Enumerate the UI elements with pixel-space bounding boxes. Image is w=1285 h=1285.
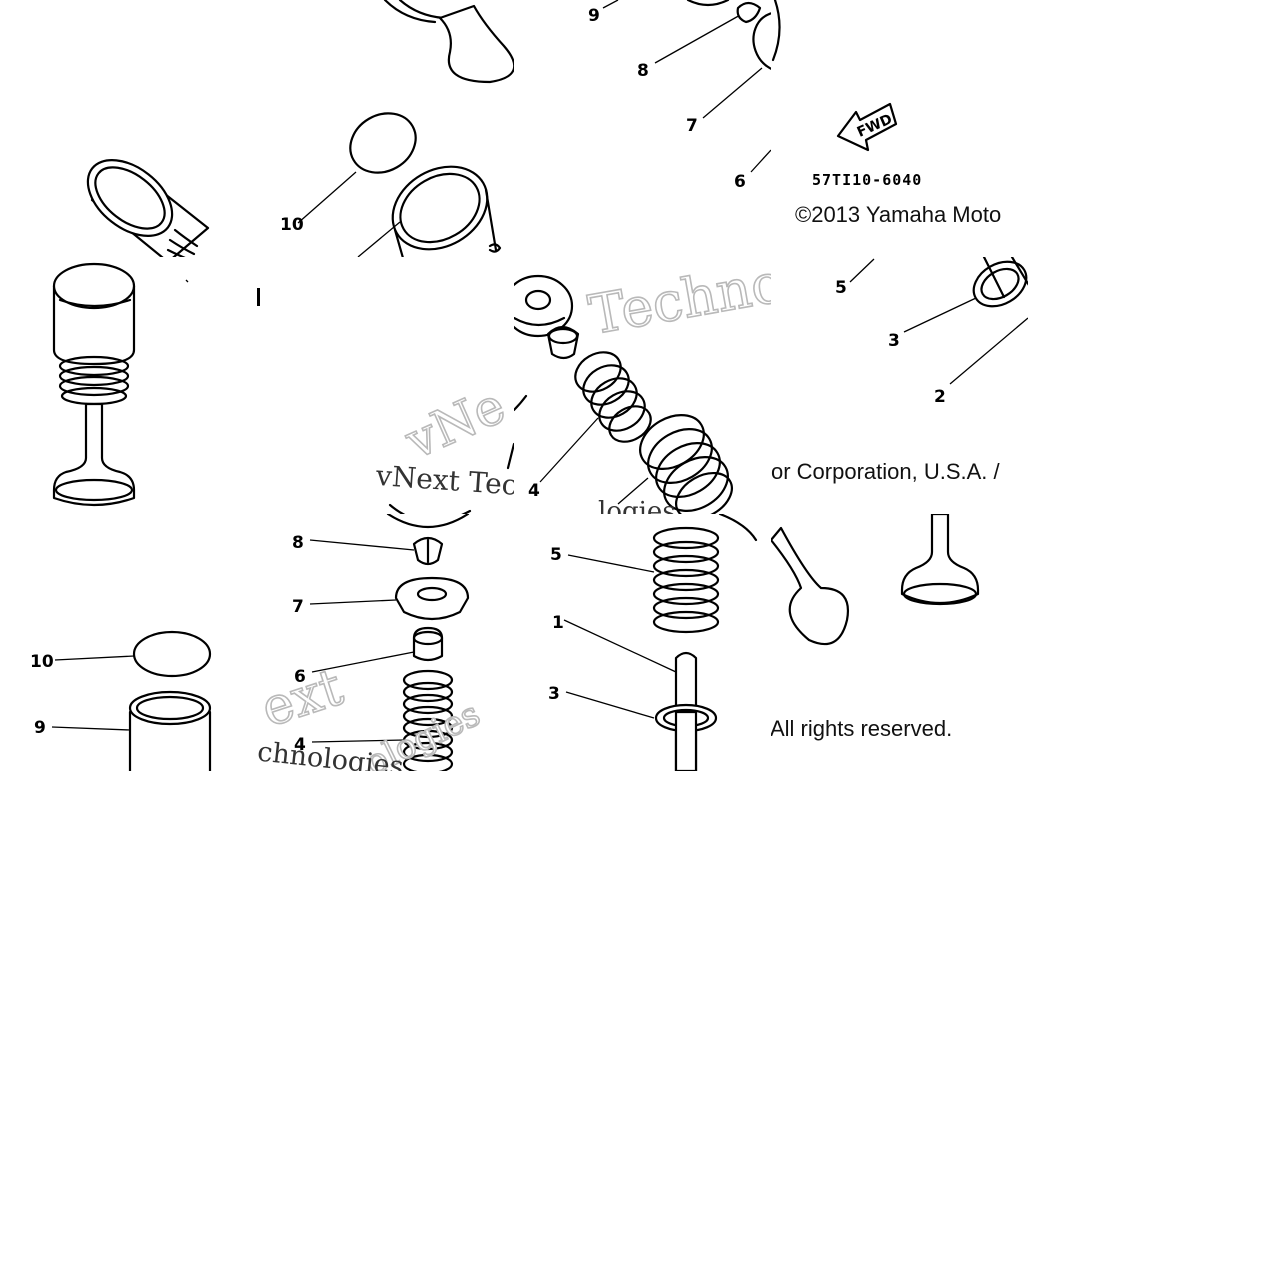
tappet-e xyxy=(52,262,136,366)
tile-j: 8 7 6 4 ext ologies chnologies xyxy=(254,514,487,771)
callout-9: 9 xyxy=(588,6,600,26)
leader-t2-3 xyxy=(565,691,655,719)
tile-b: 10 xyxy=(280,0,514,257)
callout-t2-5: 5 xyxy=(550,545,562,565)
leader-t2-8 xyxy=(309,539,415,551)
leader-t1-6 xyxy=(750,149,771,173)
leader-t2-10 xyxy=(54,655,135,661)
tile-k: 5 1 3 xyxy=(548,514,758,771)
callout-4: 4 xyxy=(528,481,540,501)
copyright-line-3: All rights reserved. xyxy=(770,716,952,741)
watermark-f: vNext Tec xyxy=(374,459,519,502)
valve-head-l2 xyxy=(900,514,980,606)
leader-t1-9b xyxy=(357,221,401,257)
edge-mark-f xyxy=(257,288,260,306)
callout-6: 6 xyxy=(734,172,746,192)
inner-spring-g xyxy=(574,351,652,443)
callout-10: 10 xyxy=(280,215,304,235)
copyright-line-2: or Corporation, U.S.A. / xyxy=(771,459,1001,484)
callout-8: 8 xyxy=(637,61,649,81)
callout-5: 5 xyxy=(835,278,847,298)
curve-k xyxy=(718,514,758,542)
stub-f xyxy=(506,442,514,470)
part-code: 57TI10-6040 xyxy=(812,171,922,189)
spring-j xyxy=(402,669,454,771)
retainer-c xyxy=(752,11,771,73)
shim-i xyxy=(132,630,212,678)
copyright-line-1: ©2013 Yamaha Moto xyxy=(795,202,1001,227)
watermark-j: ext xyxy=(254,657,350,739)
leader-t1-2 xyxy=(949,317,1028,385)
tappet-ring-b xyxy=(391,165,498,257)
leader-t2-7 xyxy=(309,599,397,605)
tick-e xyxy=(185,279,189,283)
tile-f: vNe vNext Tec xyxy=(257,288,519,514)
leader-t1-8 xyxy=(654,13,743,64)
tappet-i xyxy=(128,690,212,771)
retainer-g xyxy=(514,274,574,338)
spring-k xyxy=(652,526,720,634)
tile-c: 9 8 7 6 xyxy=(588,0,771,192)
leader-t1-9 xyxy=(602,0,619,9)
callout-3: 3 xyxy=(888,331,900,351)
leader-t2-5 xyxy=(567,554,655,573)
callout-t2-9: 9 xyxy=(34,718,46,738)
fwd-arrow: FWD xyxy=(836,102,898,152)
tile-a-tappet xyxy=(86,159,210,257)
callout-t2-4: 4 xyxy=(294,735,306,755)
shim-disc-b xyxy=(349,112,417,174)
seal-g xyxy=(546,325,580,360)
tile-d: FWD 57TI10-6040 ©2013 Yamaha Moto xyxy=(771,0,1001,227)
leader-t1-5 xyxy=(849,258,875,283)
tile-h: 5 3 2 or Corporation, U.S.A. / xyxy=(771,257,1028,484)
curve-j xyxy=(386,514,470,529)
callout-2: 2 xyxy=(934,387,946,407)
leader-t2-1 xyxy=(563,619,677,673)
leader-t2-6 xyxy=(311,651,415,673)
seal-j xyxy=(412,626,444,662)
valve-head-top xyxy=(383,0,514,84)
leader-t1-10 xyxy=(297,171,357,224)
valve-stem-e xyxy=(52,402,136,507)
leader-t2-9 xyxy=(51,726,131,731)
tile-e-valve-assembly xyxy=(52,262,189,507)
callout-t2-7: 7 xyxy=(292,597,304,617)
callout-t2-8: 8 xyxy=(292,533,304,553)
watermark-g: Techno xyxy=(584,251,788,347)
tappet-cylinder xyxy=(86,159,210,257)
retainer-j xyxy=(394,576,470,621)
tile-i: 10 9 xyxy=(30,630,212,771)
callout-t2-3: 3 xyxy=(548,684,560,704)
washer-k xyxy=(654,703,718,771)
leader-t1-4 xyxy=(539,417,599,483)
outer-spring-g xyxy=(639,414,733,514)
callout-t2-10: 10 xyxy=(30,652,54,672)
valve-head-l1 xyxy=(771,526,850,646)
leader-t1-7 xyxy=(702,67,763,119)
curve-f xyxy=(388,503,472,514)
cotter-c xyxy=(686,0,762,24)
leader-t2-4 xyxy=(311,739,405,743)
watermark-f-big: vNe xyxy=(396,376,513,471)
stub-g xyxy=(514,394,528,412)
watermark-g2: logies xyxy=(598,497,676,527)
leader-g xyxy=(617,477,649,505)
callout-t2-1: 1 xyxy=(552,613,564,633)
tile-l: All rights reserved. xyxy=(770,514,980,741)
callout-7: 7 xyxy=(686,116,698,136)
leader-t1-3 xyxy=(903,297,977,333)
callout-t2-6: 6 xyxy=(294,667,306,687)
cotter-j xyxy=(412,536,444,566)
tile-g: 4 Techno logies xyxy=(514,251,788,527)
washer-h xyxy=(972,257,1028,308)
